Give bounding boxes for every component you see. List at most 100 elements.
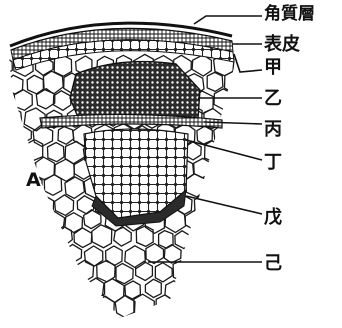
parenchyma-cell (2, 312, 23, 325)
label-bing: 丙 (264, 120, 282, 140)
parenchyma-cell (215, 157, 237, 181)
parenchyma-cell (175, 231, 191, 249)
parenchyma-cell (0, 125, 12, 146)
label-yi: 乙 (264, 89, 282, 109)
parenchyma-cell (77, 196, 94, 214)
label-cuticle: 角質層 (264, 4, 315, 24)
parenchyma-cell (214, 89, 232, 110)
parenchyma-cell (143, 312, 163, 324)
parenchyma-cell (215, 229, 234, 249)
parenchyma-cell (226, 211, 245, 232)
parenchyma-cell (226, 247, 243, 267)
parenchyma-cell (192, 55, 211, 76)
parenchyma-cell (58, 127, 74, 145)
parenchyma-cell (195, 227, 215, 249)
parenchyma-cell (5, 279, 25, 300)
parenchyma-cell (207, 72, 223, 91)
parenchyma-cell (225, 175, 246, 198)
parenchyma-cell (0, 57, 12, 75)
parenchyma-cell (156, 295, 174, 316)
parenchyma-cell (0, 297, 16, 319)
parenchyma-cell (45, 278, 62, 297)
parenchyma-cell (166, 313, 185, 324)
parenchyma-cell (3, 107, 22, 128)
parenchyma-cell (136, 226, 153, 247)
leader-jia (234, 54, 262, 72)
tissue-yi (70, 62, 200, 122)
parenchyma-cell (67, 313, 86, 324)
parenchyma-cell (55, 227, 73, 246)
parenchyma-cell (16, 229, 34, 249)
parenchyma-cell (146, 244, 164, 264)
parenchyma-cell (4, 247, 22, 267)
parenchyma-cell (15, 194, 35, 216)
parenchyma-cell (4, 176, 25, 199)
parenchyma-cell (34, 229, 52, 249)
parenchyma-cell (92, 225, 112, 248)
parenchyma-cell (206, 281, 224, 302)
label-jia: 甲 (264, 58, 282, 78)
parenchyma-cell (53, 295, 72, 317)
parenchyma-cell (0, 261, 14, 282)
parenchyma-cell (213, 297, 234, 320)
label-epidermis: 表皮 (264, 35, 300, 55)
parenchyma-cell (53, 91, 70, 111)
parenchyma-cell (116, 264, 133, 284)
parenchyma-cell (225, 71, 244, 93)
parenchyma-cell (55, 159, 75, 181)
parenchyma-cell (125, 246, 146, 269)
parenchyma-cell (164, 245, 181, 263)
parenchyma-cell (185, 281, 202, 299)
parenchyma-cell (14, 125, 32, 144)
parenchyma-cell (22, 244, 42, 266)
parenchyma-cell (46, 315, 64, 325)
parenchyma-cell (14, 90, 32, 111)
parenchyma-cell (44, 175, 61, 196)
parenchyma-cell (46, 243, 67, 266)
parenchyma-cell (226, 282, 242, 300)
parenchyma-cell (37, 196, 53, 214)
parenchyma-cell (103, 315, 123, 325)
parenchyma-cell (194, 195, 213, 216)
parenchyma-cell (176, 295, 194, 316)
parenchyma-cell (136, 261, 153, 280)
parenchyma-cell (15, 265, 32, 284)
label-ding: 丁 (264, 153, 282, 173)
parenchyma-cell (96, 296, 114, 316)
parenchyma-cell (155, 263, 172, 282)
parenchyma-cell (0, 229, 12, 248)
parenchyma-cell (202, 313, 222, 324)
label-ji: 己 (264, 254, 282, 274)
parenchyma-cell (25, 140, 43, 161)
parenchyma-cell (85, 278, 105, 300)
parenchyma-cell (25, 211, 41, 229)
parenchyma-cell (223, 311, 242, 324)
parenchyma-cell (36, 297, 56, 319)
parenchyma-cell (55, 195, 74, 216)
parenchyma-cell (75, 260, 94, 281)
parenchyma-cell (4, 211, 21, 230)
parenchyma-cell (205, 212, 221, 230)
parenchyma-cell (26, 315, 44, 324)
parenchyma-cell (27, 75, 43, 94)
parenchyma-cell (184, 314, 204, 325)
parenchyma-cell (26, 279, 45, 300)
panel-letter: A (26, 170, 41, 190)
parenchyma-cell (52, 259, 73, 282)
parenchyma-cell (0, 193, 13, 211)
parenchyma-cell (3, 140, 23, 162)
parenchyma-cell (65, 244, 82, 262)
leader-cuticle (194, 16, 262, 24)
parenchyma-cell (145, 279, 161, 297)
parenchyma-cell (195, 298, 212, 317)
parenchyma-cell (205, 173, 225, 196)
parenchyma-cell (165, 281, 183, 301)
parenchyma-cell (76, 296, 96, 318)
parenchyma-cell (134, 294, 154, 317)
parenchyma-cell (35, 261, 54, 282)
parenchyma-cell (13, 294, 34, 317)
parenchyma-cell (106, 246, 123, 265)
parenchyma-cell (216, 264, 232, 283)
parenchyma-cell (48, 143, 65, 162)
